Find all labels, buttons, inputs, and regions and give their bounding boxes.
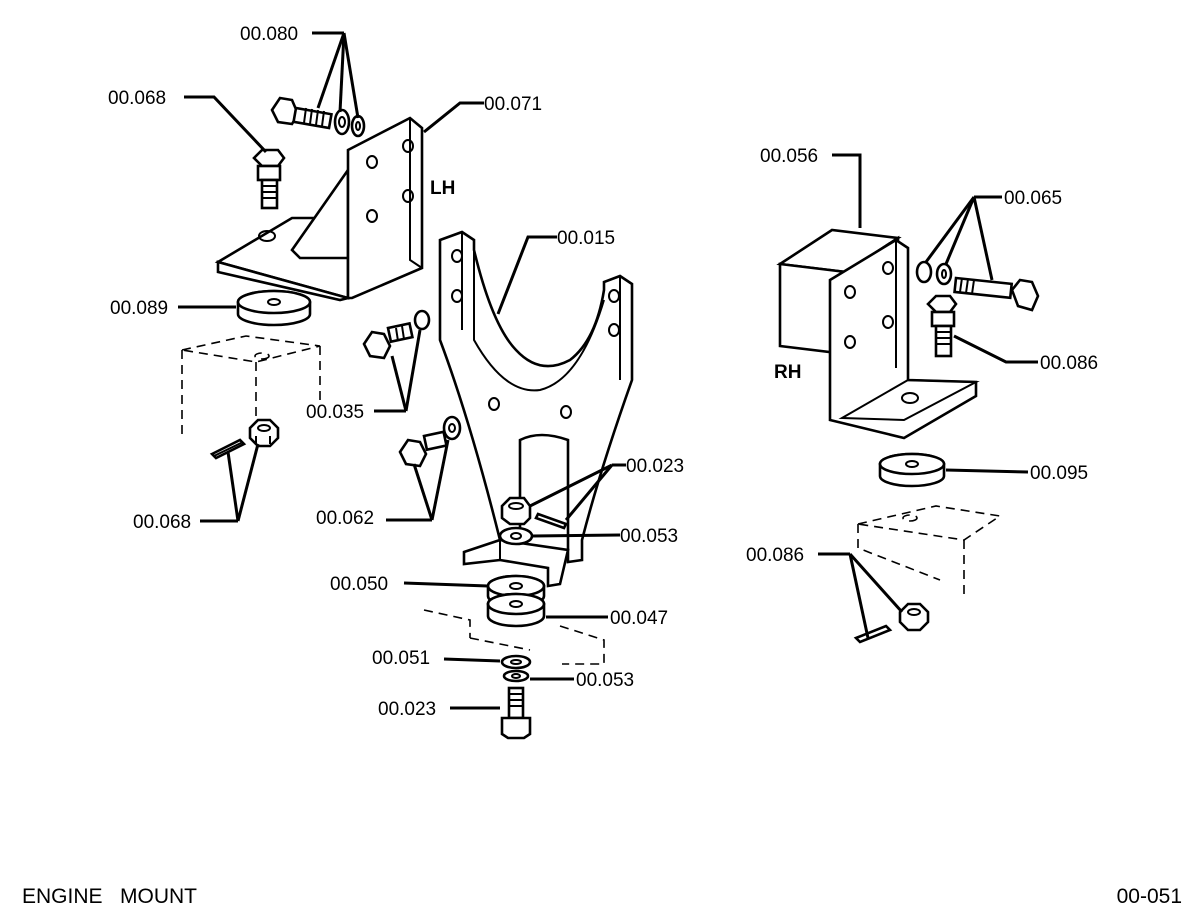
callout-053-top: 00.053 (620, 526, 678, 547)
washer-089 (236, 289, 312, 327)
callout-labels: 00.080 00.068 00.071 00.015 00.089 00.03… (108, 24, 1098, 720)
callout-051: 00.051 (372, 648, 430, 669)
lh-castle-nut (248, 418, 280, 448)
callout-047: 00.047 (610, 608, 668, 629)
callout-035: 00.035 (306, 402, 364, 423)
rubber-mount-047 (486, 592, 546, 628)
leader-lines (178, 31, 1038, 710)
callout-071: 00.071 (484, 94, 542, 115)
callout-053-bottom: 00.053 (576, 670, 634, 691)
rh-cotter-pin (853, 624, 893, 644)
lh-frame-block (181, 335, 321, 438)
callout-086-top: 00.086 (1040, 353, 1098, 374)
center-castle-nut (500, 496, 532, 526)
washer-053-bottom (502, 669, 530, 683)
bolt-086-top (926, 294, 958, 358)
rh-frame-block (857, 505, 1003, 600)
washer-053-top (498, 526, 534, 546)
lh-bracket (214, 116, 424, 302)
callout-050: 00.050 (330, 574, 388, 595)
bolt-068 (252, 148, 286, 210)
washer-095 (878, 452, 946, 488)
bolt-035-set (362, 309, 431, 360)
page-number: 00-051 (1116, 885, 1182, 908)
rh-castle-nut (898, 602, 930, 632)
callout-086-bottom: 00.086 (746, 545, 804, 566)
center-cotter-pin (534, 512, 568, 530)
side-label-rh: RH (774, 362, 801, 383)
callout-095: 00.095 (1030, 463, 1088, 484)
rh-bracket (828, 238, 980, 440)
side-label-lh: LH (430, 178, 455, 199)
callout-065: 00.065 (1004, 188, 1062, 209)
bolt-062-set (398, 415, 462, 468)
callout-023-bottom: 00.023 (378, 699, 436, 720)
bolt-065-set (915, 260, 1040, 312)
callout-062: 00.062 (316, 508, 374, 529)
bolt-023-bottom (500, 686, 532, 740)
callout-089: 00.089 (110, 298, 168, 319)
callout-080: 00.080 (240, 24, 298, 45)
washer-051 (500, 654, 532, 670)
callout-068-top: 00.068 (108, 88, 166, 109)
callout-056: 00.056 (760, 146, 818, 167)
diagram-title: ENGINE MOUNT (22, 885, 198, 908)
center-frame-block (423, 609, 605, 665)
bolt-080-set (270, 96, 366, 138)
callout-068-bottom: 00.068 (133, 512, 191, 533)
center-bracket (438, 230, 634, 588)
callout-023-top: 00.023 (626, 456, 684, 477)
lh-cotter-pin (209, 438, 247, 460)
callout-015: 00.015 (557, 228, 615, 249)
